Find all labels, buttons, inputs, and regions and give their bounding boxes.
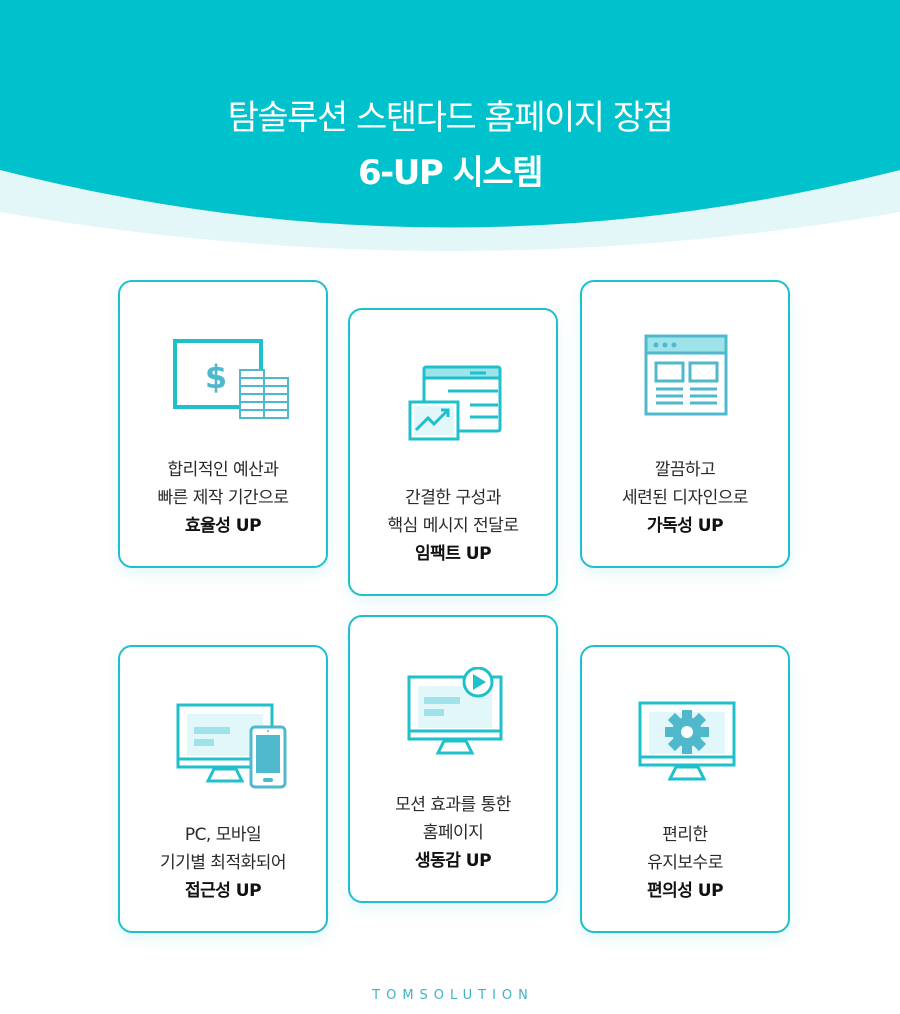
card-description: 편리한 유지보수로 편의성 UP [582, 821, 788, 905]
page-title: 탐솔루션 스탠다드 홈페이지 장점 [227, 98, 674, 138]
feature-card-accessibility: PC, 모바일 기기별 최적화되어 접근성 UP [118, 645, 328, 933]
card-line1: 합리적인 예산과 [167, 460, 279, 480]
card-highlight: 생동감 UP [414, 851, 492, 871]
card-description: 모션 효과를 통한 홈페이지 생동감 UP [350, 791, 556, 875]
card-highlight: 편의성 UP [646, 881, 724, 901]
feature-card-liveliness: 모션 효과를 통한 홈페이지 생동감 UP [348, 615, 558, 903]
feature-card-convenience: 편리한 유지보수로 편의성 UP [580, 645, 790, 933]
card-description: 합리적인 예산과 빠른 제작 기간으로 효율성 UP [120, 456, 326, 540]
brand-footer: TOMSOLUTION [372, 988, 534, 1003]
feature-card-impact: 간결한 구성과 핵심 메시지 전달로 임팩트 UP [348, 308, 558, 596]
card-line2: 홈페이지 [422, 823, 484, 843]
card-highlight: 효율성 UP [184, 516, 262, 536]
card-line2: 세련된 디자인으로 [621, 488, 749, 508]
svg-text:$: $ [205, 358, 227, 396]
card-line2: 핵심 메시지 전달로 [387, 516, 519, 536]
card-description: 간결한 구성과 핵심 메시지 전달로 임팩트 UP [350, 484, 556, 568]
card-highlight: 접근성 UP [184, 881, 262, 901]
card-highlight: 임팩트 UP [414, 544, 492, 564]
header-wave-background [0, 0, 900, 251]
card-line1: 간결한 구성과 [405, 488, 501, 508]
card-line1: 모션 효과를 통한 [395, 795, 511, 815]
webpage-growth-chart-icon [350, 310, 556, 480]
money-screen-coins-icon: $ [120, 282, 326, 452]
monitor-video-play-icon [350, 617, 556, 787]
card-highlight: 가독성 UP [646, 516, 724, 536]
monitor-gear-icon [582, 647, 788, 817]
page-subtitle: 6-UP 시스템 [358, 153, 543, 193]
feature-card-efficiency: $ 합리적인 예산과 빠른 제작 기간으로 효율성 UP [118, 280, 328, 568]
card-description: PC, 모바일 기기별 최적화되어 접근성 UP [120, 821, 326, 905]
card-description: 깔끔하고 세련된 디자인으로 가독성 UP [582, 456, 788, 540]
card-line2: 빠른 제작 기간으로 [157, 488, 289, 508]
browser-layout-icon [582, 282, 788, 452]
monitor-mobile-icon [120, 647, 326, 817]
card-line2: 유지보수로 [647, 853, 723, 873]
feature-card-readability: 깔끔하고 세련된 디자인으로 가독성 UP [580, 280, 790, 568]
card-line1: 깔끔하고 [654, 460, 716, 480]
card-line1: PC, 모바일 [184, 825, 262, 845]
card-line2: 기기별 최적화되어 [159, 853, 287, 873]
card-line1: 편리한 [662, 825, 708, 845]
header-banner: 탐솔루션 스탠다드 홈페이지 장점 6-UP 시스템 [0, 0, 900, 260]
